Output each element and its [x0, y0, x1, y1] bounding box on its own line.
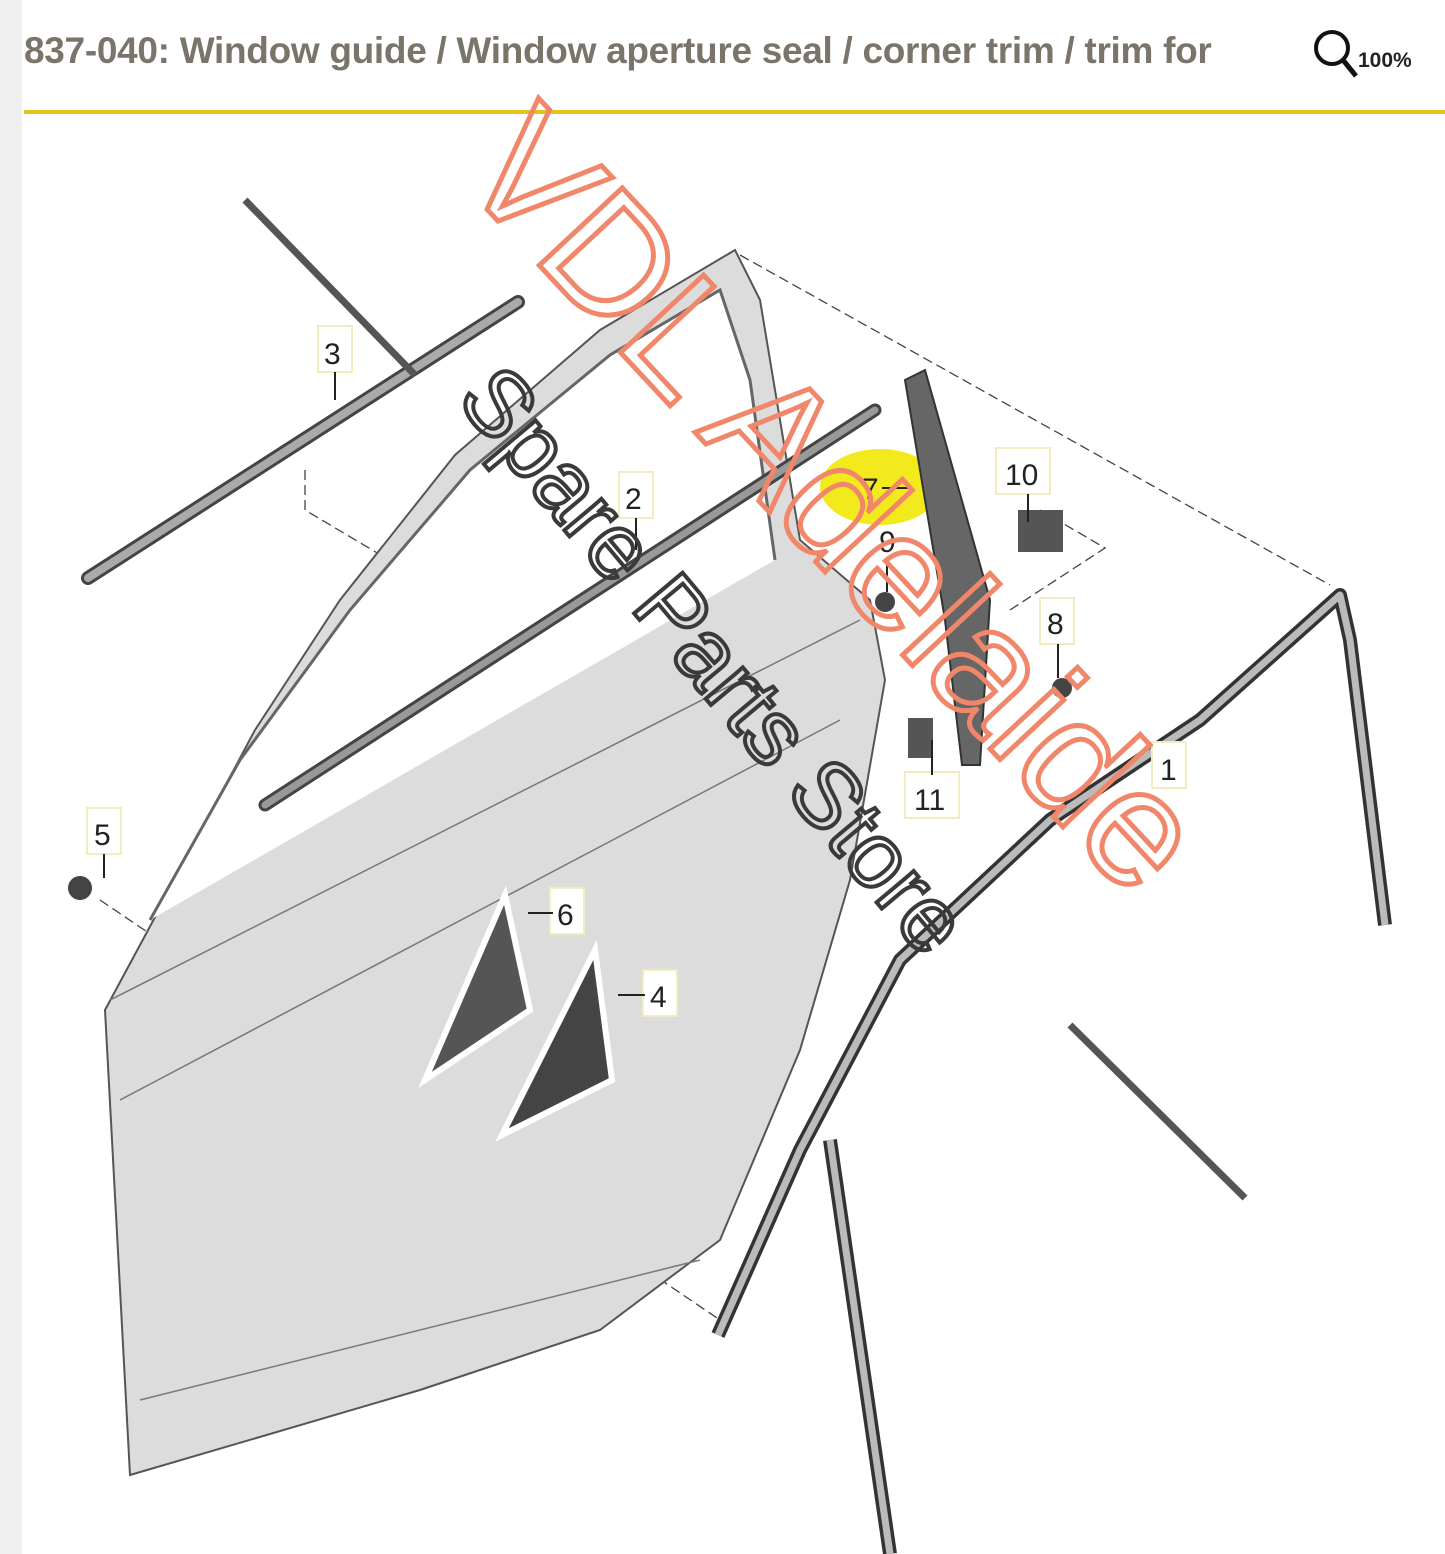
callout-9[interactable]: 9 — [879, 526, 896, 559]
callout-5[interactable]: 5 — [94, 819, 111, 852]
callout-10[interactable]: 10 — [1005, 459, 1038, 492]
magnifier-icon — [1314, 30, 1358, 78]
part-10-clip[interactable] — [1018, 510, 1063, 552]
part-8-screw[interactable] — [1052, 678, 1072, 698]
callouts: 3 2 7 10 9 8 1 11 5 6 4 — [86, 325, 1187, 1017]
callout-11[interactable]: 11 — [914, 784, 945, 817]
part-6-corner-trim[interactable] — [418, 885, 534, 1089]
part-5-bolt[interactable] — [68, 876, 92, 900]
callout-1[interactable]: 1 — [1160, 754, 1177, 787]
title-divider — [24, 110, 1445, 114]
part-9-nut[interactable] — [875, 592, 895, 612]
zoom-button[interactable]: 100% — [1312, 28, 1412, 80]
left-margin — [0, 0, 22, 1554]
part-4-corner-trim[interactable] — [495, 939, 616, 1142]
callout-2[interactable]: 2 — [625, 483, 642, 516]
callout-4[interactable]: 4 — [650, 981, 667, 1014]
page-title: 837-040: Window guide / Window aperture … — [24, 30, 1212, 114]
zoom-level: 100% — [1358, 49, 1412, 72]
callout-7[interactable]: 7 — [862, 473, 879, 506]
callout-3[interactable]: 3 — [324, 338, 341, 371]
callout-8[interactable]: 8 — [1047, 608, 1064, 641]
part-7-pillar-trim[interactable] — [903, 368, 992, 766]
part-7-highlight — [820, 449, 940, 525]
callout-6[interactable]: 6 — [557, 899, 574, 932]
part-11-clip[interactable] — [908, 718, 933, 758]
